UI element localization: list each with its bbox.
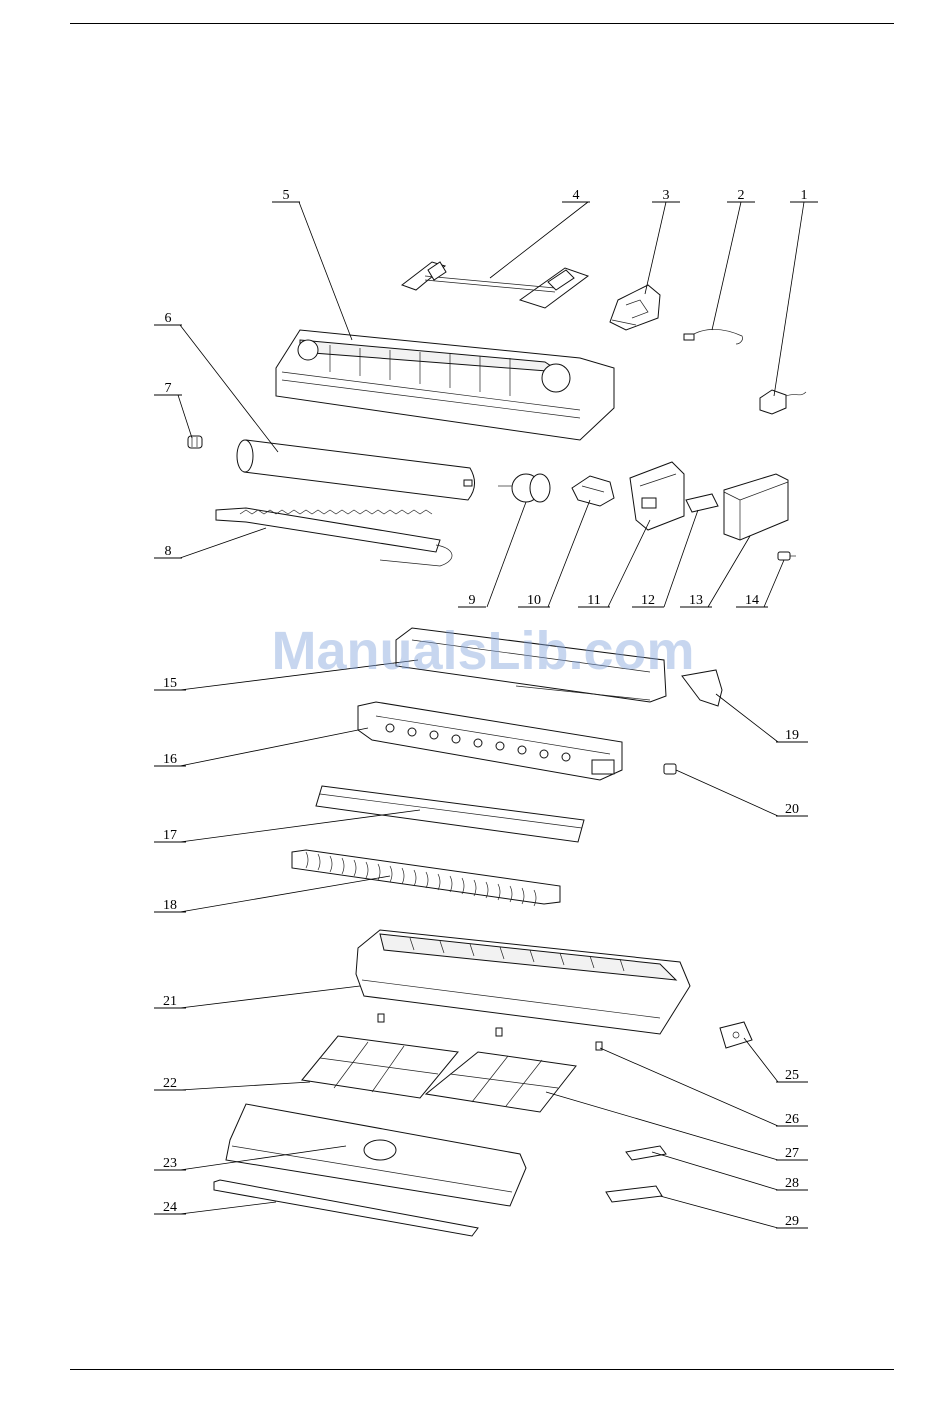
callout-number: 11 (587, 593, 600, 608)
part-5-chassis (276, 330, 614, 440)
callout-16: 16 (154, 752, 186, 767)
callout-26: 26 (776, 1112, 808, 1127)
callout-20: 20 (776, 802, 808, 817)
callout-number: 25 (785, 1068, 799, 1083)
callout-number: 29 (785, 1214, 799, 1229)
callout-number: 8 (165, 544, 172, 559)
callout-24: 24 (154, 1200, 186, 1215)
callout-number: 15 (163, 676, 177, 691)
part-1-module (760, 390, 806, 414)
callout-number: 9 (469, 593, 476, 608)
callout-5: 5 (272, 188, 300, 203)
callout-number: 6 (165, 311, 172, 326)
callout-6: 6 (154, 311, 182, 326)
callout-22: 22 (154, 1076, 186, 1091)
part-28-display-board (626, 1146, 666, 1160)
callout-10: 10 (518, 593, 550, 608)
callout-13: 13 (680, 593, 712, 608)
callout-number: 27 (785, 1146, 799, 1161)
callout-number: 13 (689, 593, 703, 608)
callout-number: 24 (163, 1200, 177, 1215)
part-7-knob (188, 436, 202, 448)
callout-28: 28 (776, 1176, 808, 1191)
callout-number: 23 (163, 1156, 177, 1171)
part-20-clip (664, 764, 676, 774)
part-17-horizontal-louver (316, 786, 584, 842)
callout-2: 2 (727, 188, 755, 203)
callout-number: 21 (163, 994, 177, 1009)
part-3-bracket (610, 285, 660, 330)
part-21-front-frame (356, 930, 690, 1034)
watermark: ManualsLib.com (268, 620, 698, 682)
callout-number: 17 (163, 828, 177, 843)
callout-23: 23 (154, 1156, 186, 1171)
callout-number: 5 (283, 188, 290, 203)
callout-number: 22 (163, 1076, 177, 1091)
callout-29: 29 (776, 1214, 808, 1229)
part-13-electric-box-cover (724, 474, 788, 540)
part-10-motor-clamp (572, 476, 614, 506)
callout-25: 25 (776, 1068, 808, 1083)
callout-4: 4 (562, 188, 590, 203)
callout-27: 27 (776, 1146, 808, 1161)
callout-8: 8 (154, 544, 182, 559)
callout-number: 16 (163, 752, 177, 767)
callout-number: 20 (785, 802, 799, 817)
callout-number: 3 (663, 188, 670, 203)
part-14-sensor (778, 552, 796, 560)
part-4-mounting-plate (402, 262, 588, 308)
callout-17: 17 (154, 828, 186, 843)
part-6-cross-flow-fan (237, 440, 475, 500)
callout-12: 12 (632, 593, 664, 608)
part-18-drain-hose (292, 850, 560, 906)
callout-1: 1 (790, 188, 818, 203)
callout-number: 28 (785, 1176, 799, 1191)
part-25-cover-plate (720, 1022, 752, 1048)
callout-number: 14 (745, 593, 759, 608)
callout-number: 18 (163, 898, 177, 913)
part-9-fan-motor (498, 474, 550, 502)
callout-21: 21 (154, 994, 186, 1009)
callout-number: 10 (527, 593, 541, 608)
part-8-evaporator (216, 508, 452, 566)
part-29-receiver-board (606, 1186, 662, 1202)
callout-11: 11 (578, 593, 610, 608)
callout-19: 19 (776, 728, 808, 743)
callout-3: 3 (652, 188, 680, 203)
part-16-louver-assembly (358, 702, 622, 780)
callout-number: 1 (801, 188, 808, 203)
callout-number: 2 (738, 188, 745, 203)
callout-18: 18 (154, 898, 186, 913)
callout-number: 19 (785, 728, 799, 743)
callout-number: 7 (165, 381, 172, 396)
part-2-wire-connector (684, 329, 743, 344)
callout-number: 12 (641, 593, 655, 608)
callout-14: 14 (736, 593, 768, 608)
part-11-electric-box (630, 462, 684, 530)
callout-9: 9 (458, 593, 486, 608)
callout-number: 26 (785, 1112, 799, 1127)
part-12-plate (686, 494, 718, 512)
callout-number: 4 (573, 188, 580, 203)
callout-15: 15 (154, 676, 186, 691)
callout-7: 7 (154, 381, 182, 396)
